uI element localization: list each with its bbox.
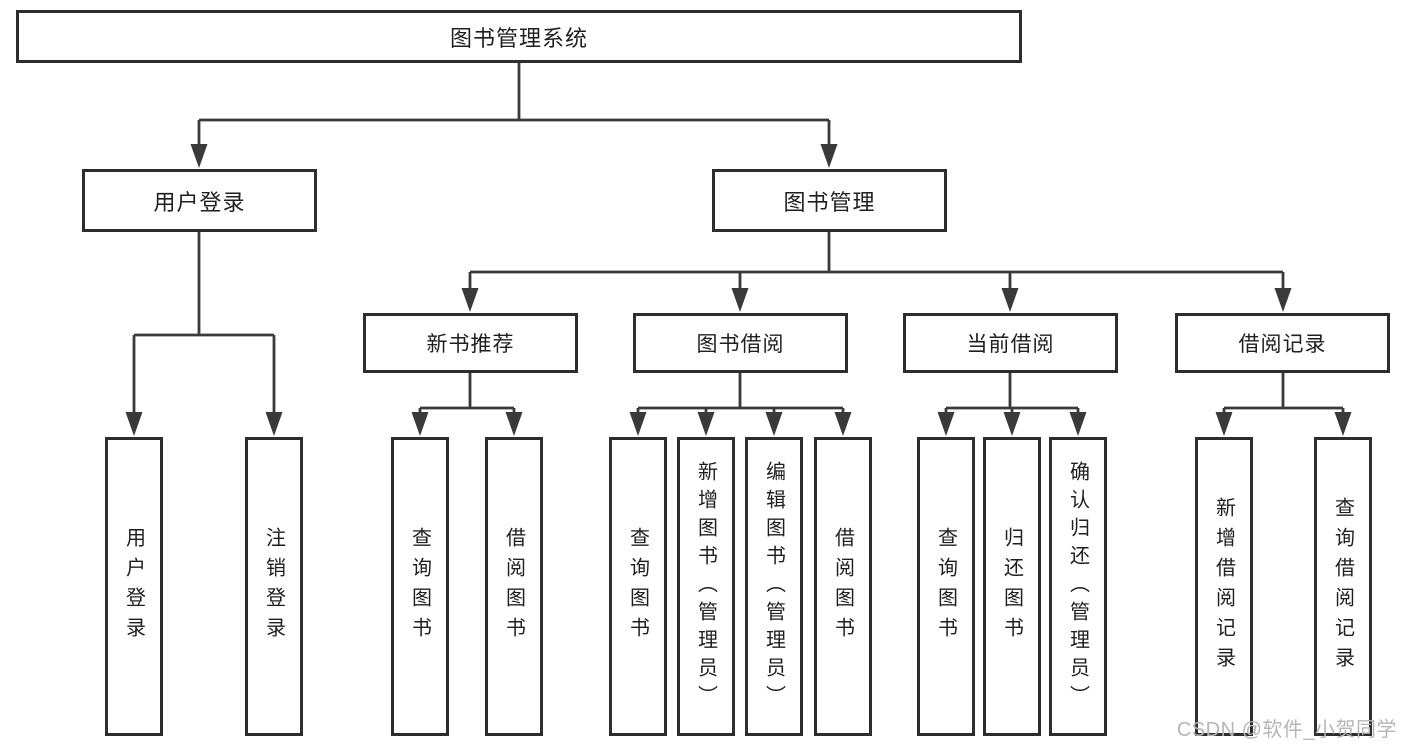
node-label: 查询借阅记录 (1331, 496, 1354, 677)
node-label: 注销登录 (262, 526, 285, 647)
leaf-logout: 注销登录 (245, 437, 303, 736)
node-label: 用户登录 (122, 526, 145, 647)
leaf-query-books-2: 查询图书 (609, 437, 667, 736)
node-label: 当前借阅 (966, 333, 1055, 356)
node-label: 新增借阅记录 (1212, 496, 1235, 677)
leaf-add-borrow-record: 新增借阅记录 (1195, 437, 1253, 736)
node-label: 查询图书 (408, 526, 431, 647)
node-book-management: 图书管理 (712, 169, 947, 232)
node-new-book-recommend: 新书推荐 (363, 313, 578, 373)
leaf-edit-book-admin: 编辑图书（管理员） (745, 437, 803, 736)
node-label: 归还图书 (1000, 526, 1023, 647)
node-label: 借阅图书 (502, 526, 525, 647)
node-label: 新增图书（管理员） (694, 460, 717, 713)
node-label: 借阅记录 (1238, 333, 1327, 356)
leaf-borrow-books-1: 借阅图书 (485, 437, 543, 736)
node-label: 图书借阅 (696, 333, 785, 356)
leaf-borrow-books-2: 借阅图书 (814, 437, 872, 736)
node-label: 编辑图书（管理员） (762, 460, 785, 713)
node-current-borrowing: 当前借阅 (903, 313, 1118, 373)
leaf-return-book: 归还图书 (983, 437, 1041, 736)
node-user-login: 用户登录 (82, 169, 317, 232)
leaf-user-login: 用户登录 (105, 437, 163, 736)
leaf-add-book-admin: 新增图书（管理员） (677, 437, 735, 736)
node-label: 新书推荐 (426, 333, 515, 356)
node-label: 图书管理 (783, 189, 876, 215)
node-label: 用户登录 (153, 189, 246, 215)
node-label: 查询图书 (934, 526, 957, 647)
node-label: 查询图书 (626, 526, 649, 647)
node-borrowing-records: 借阅记录 (1175, 313, 1390, 373)
node-label: 借阅图书 (831, 526, 854, 647)
node-label: 确认归还（管理员） (1066, 460, 1089, 713)
leaf-query-books-3: 查询图书 (917, 437, 975, 736)
leaf-query-borrow-record: 查询借阅记录 (1314, 437, 1372, 736)
node-book-borrowing: 图书借阅 (633, 313, 848, 373)
node-root: 图书管理系统 (16, 10, 1022, 63)
leaf-confirm-return-admin: 确认归还（管理员） (1049, 437, 1107, 736)
csdn-watermark: CSDN @软件_小贺同学 (1176, 719, 1397, 741)
node-label: 图书管理系统 (449, 25, 588, 51)
leaf-query-books-1: 查询图书 (391, 437, 449, 736)
